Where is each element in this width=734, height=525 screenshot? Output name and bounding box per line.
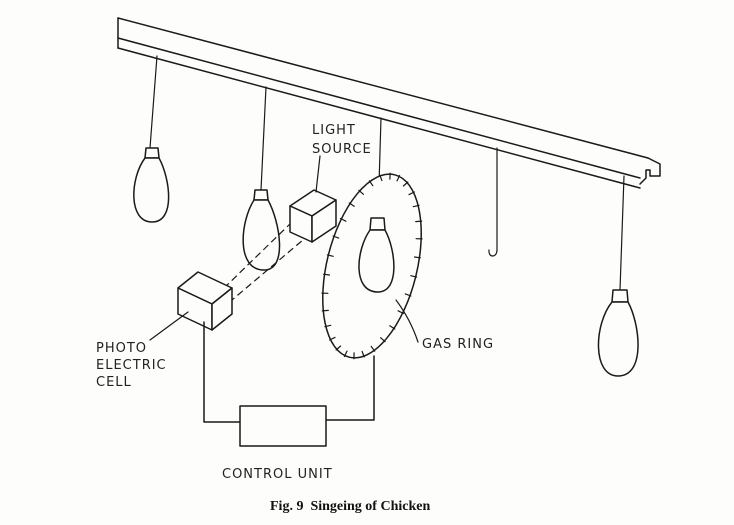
- photo-cell-label-3: CELL: [96, 375, 132, 390]
- gas-burner-tick: [415, 220, 423, 223]
- shackle-1: [144, 147, 160, 159]
- gas-burner-tick: [343, 350, 348, 358]
- gas-burner-tick: [323, 273, 331, 276]
- hanger-2: [260, 86, 267, 191]
- gas-burner-tick: [326, 254, 334, 257]
- gas-burner-tick: [368, 180, 374, 187]
- suspended-chicken-3: [358, 217, 395, 293]
- gas-burner-tick: [332, 235, 340, 239]
- rail-upper-lip: [117, 37, 641, 179]
- shackle-3: [369, 217, 386, 231]
- beam-line-upper: [221, 221, 293, 291]
- rail-lower-lip: [117, 47, 641, 189]
- suspended-chicken-4: [597, 175, 639, 377]
- overhead-rail: [117, 17, 661, 189]
- hanger-1: [149, 55, 158, 149]
- gas-burner-tick: [348, 202, 355, 207]
- carcass-1: [133, 157, 170, 223]
- rail-channel-end: [639, 157, 661, 185]
- gas-burner-tick: [404, 293, 412, 297]
- gas-ring-burners: [321, 172, 423, 360]
- gas-ring-label: GAS RING: [422, 337, 494, 352]
- light-source-label-2: SOURCE: [312, 142, 372, 157]
- gas-burner-tick: [396, 174, 401, 182]
- control-unit-label: CONTROL UNIT: [222, 467, 333, 482]
- gas-burner-tick: [389, 325, 396, 330]
- hanger-4: [619, 175, 625, 291]
- gas-burner-tick: [370, 345, 376, 352]
- empty-hook: [488, 147, 498, 257]
- gas-burner-tick: [402, 181, 409, 187]
- shackle-2: [253, 189, 269, 201]
- photo-cell-label-1: PHOTO: [96, 341, 147, 356]
- gas-burner-tick: [361, 350, 365, 358]
- rail-top-edge: [117, 17, 649, 159]
- photo-cell-side: [211, 287, 233, 331]
- light-source-pointer: [315, 155, 321, 193]
- carcass-3: [358, 229, 395, 293]
- gas-burner-tick: [329, 336, 336, 341]
- control-wiring: [203, 321, 375, 423]
- light-source-side: [311, 199, 337, 243]
- gas-burner-tick: [413, 256, 421, 259]
- gas-burner-tick: [339, 217, 347, 222]
- gas-burner-tick: [335, 345, 342, 351]
- gas-burner-tick: [321, 309, 329, 312]
- carcass-4: [597, 301, 639, 377]
- gas-burner-tick: [410, 275, 418, 278]
- light-beam: [221, 221, 311, 301]
- photo-cell-pointer: [149, 311, 189, 341]
- photo-cell-label-2: ELECTRIC: [96, 358, 167, 373]
- gas-burner-tick: [358, 189, 364, 195]
- gas-burner-tick: [408, 191, 415, 196]
- gas-ring-pointer: [395, 299, 419, 343]
- suspended-chicken-2: [242, 86, 281, 271]
- gas-burner-tick: [380, 337, 386, 343]
- gas-burner-tick: [324, 324, 332, 328]
- light-source-box: [289, 155, 337, 243]
- control-unit-box: [239, 405, 327, 447]
- hook-tip: [488, 249, 498, 257]
- figure-caption: Fig. 9 Singeing of Chicken: [270, 499, 430, 514]
- gas-burner-tick: [379, 174, 383, 182]
- photo-cell-box: [149, 271, 233, 341]
- wire-from-photo-cell: [203, 321, 241, 423]
- suspended-chicken-1: [133, 55, 170, 223]
- carcass-2: [242, 199, 281, 271]
- shackle-4: [611, 289, 629, 303]
- gas-burner-tick: [412, 204, 420, 208]
- wire-to-gas-ring: [325, 355, 375, 421]
- light-source-label-1: LIGHT: [312, 123, 356, 138]
- beam-line-lower: [231, 233, 311, 301]
- gas-burner-tick: [397, 310, 405, 315]
